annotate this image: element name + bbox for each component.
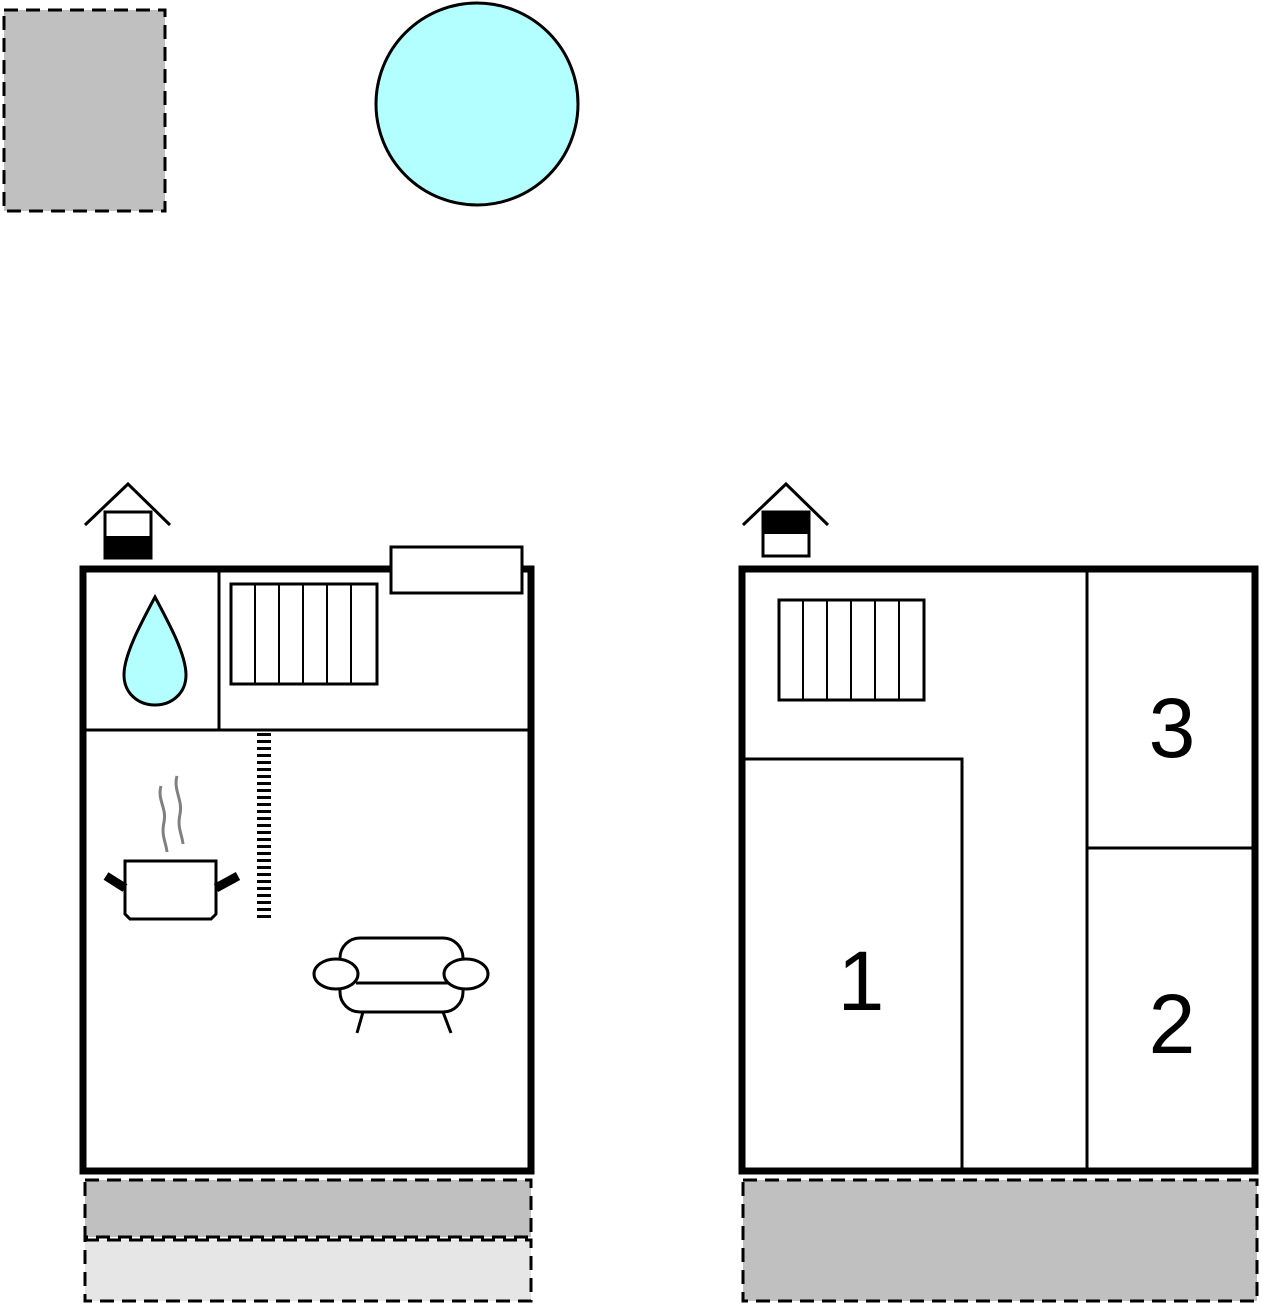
- stairs-icon: [229, 582, 379, 686]
- cooking-pot-icon: [103, 775, 241, 921]
- entrance-house-icon: [83, 481, 172, 560]
- terrace-bottom-left-light: [83, 1238, 533, 1303]
- stairs-icon: [777, 598, 926, 702]
- room-label-2: 2: [1149, 977, 1196, 1071]
- pool-circle-icon: [374, 1, 580, 207]
- room-label-3: 3: [1149, 681, 1196, 775]
- floor-left: [79, 481, 535, 1303]
- fixture-rectangle-icon: [389, 545, 524, 595]
- entrance-house-icon: [741, 481, 830, 558]
- sofa-icon: [312, 936, 490, 1034]
- floor-right: 1 2 3: [738, 481, 1259, 1303]
- room-label-1: 1: [838, 934, 885, 1028]
- terrace-bottom-right: [741, 1178, 1259, 1303]
- water-drop-icon: [122, 593, 188, 707]
- terrace-top-left: [2, 8, 167, 213]
- terrace-bottom-left: [83, 1178, 533, 1239]
